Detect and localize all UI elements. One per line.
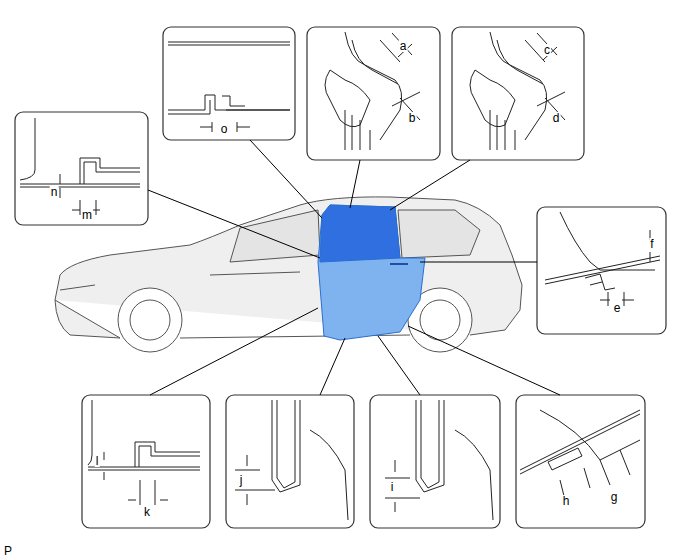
dimension-letter: h [562, 495, 571, 507]
dimension-letter: d [552, 112, 561, 124]
dimension-letter: m [81, 209, 93, 221]
dimension-letter: c [543, 44, 551, 56]
dimension-letter: a [399, 40, 408, 52]
dimension-letter: b [408, 112, 417, 124]
dimension-letter: e [613, 302, 622, 314]
dimension-letter: o [220, 123, 229, 135]
dimension-letter: i [390, 481, 395, 493]
dimension-letter: n [50, 186, 59, 198]
dimension-letter: k [143, 506, 151, 518]
dimension-letter: j [239, 474, 244, 486]
dimension-letter: f [649, 238, 654, 250]
dimension-letter: l [95, 455, 100, 467]
figure-code: P [3, 545, 13, 557]
dimension-letter: g [610, 491, 619, 503]
